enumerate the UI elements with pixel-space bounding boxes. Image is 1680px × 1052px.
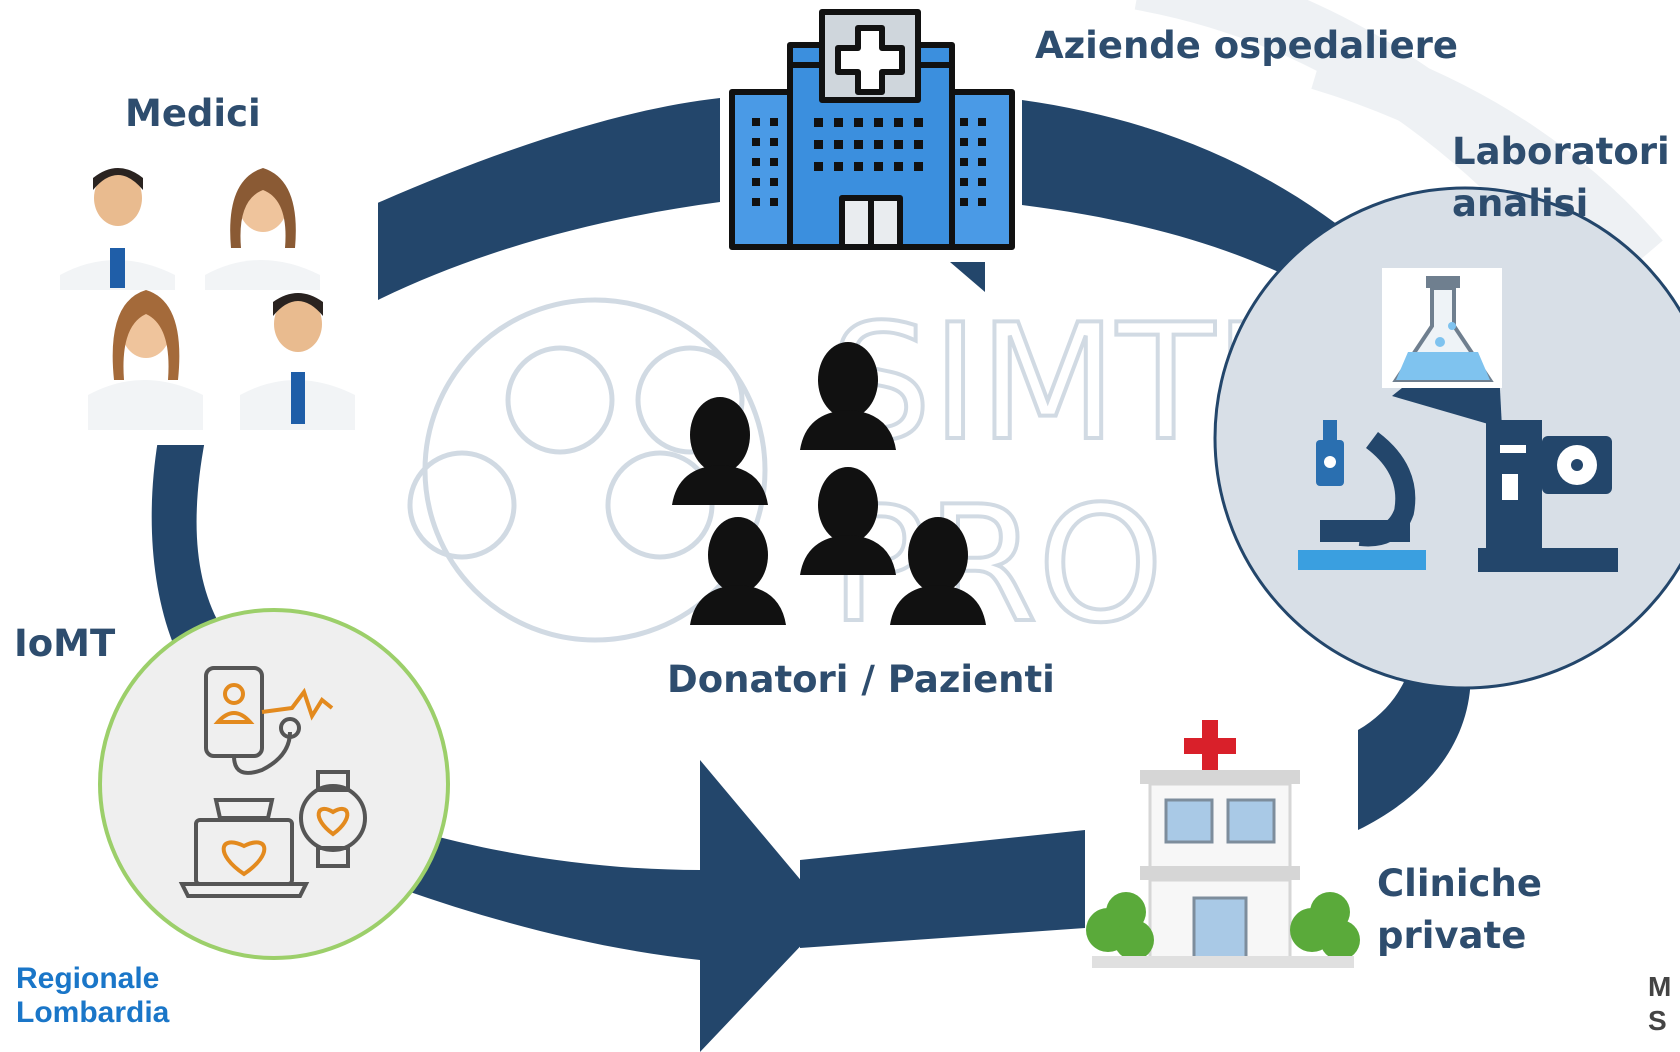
label-iomt: IoMT <box>14 622 116 665</box>
regional-logo: Regionale Lombardia <box>16 962 169 1030</box>
people-silhouette-icon <box>672 342 986 625</box>
regional-logo-line2: Lombardia <box>16 996 170 1029</box>
iomt-circle <box>98 608 450 960</box>
corner-logo-line1: M <box>1648 971 1672 1002</box>
microscope-icon <box>1298 420 1426 570</box>
lab-analyzer-icon <box>1478 420 1618 572</box>
arrow-left <box>151 440 220 660</box>
regional-logo-line1: Regionale <box>16 962 160 995</box>
arrow-bottom-right <box>800 830 1085 948</box>
doctors-group <box>58 160 378 445</box>
arrow-top-left <box>335 98 720 300</box>
label-laboratori-analisi: Laboratori analisi <box>1452 126 1670 230</box>
label-cliniche-line2: private <box>1377 914 1527 957</box>
arrow-bottom <box>300 760 830 1052</box>
label-laboratori-line2: analisi <box>1452 182 1589 225</box>
doctor-avatar-icon <box>88 290 203 430</box>
arrow-top-right <box>1022 100 1502 428</box>
lab-circle <box>1213 186 1680 690</box>
label-cliniche-line1: Cliniche <box>1377 862 1542 905</box>
corner-logo-line2: S <box>1648 1005 1667 1036</box>
simti-pro-watermark: SIMTI PRO <box>407 287 1264 660</box>
label-aziende-ospedaliere: Aziende ospedaliere <box>1035 24 1459 67</box>
laptop-heart-icon <box>178 798 310 898</box>
flask-icon <box>1382 268 1502 388</box>
private-clinic-icon <box>1086 720 1360 968</box>
corner-logo: M S <box>1648 970 1671 1038</box>
telemedicine-phone-icon <box>204 666 334 775</box>
smartwatch-heart-icon <box>299 770 367 868</box>
label-medici: Medici <box>125 92 261 135</box>
cycle-arrows <box>151 98 1502 1052</box>
label-donatori-pazienti: Donatori / Pazienti <box>667 658 1055 701</box>
doctor-avatar-icon <box>205 168 320 290</box>
label-laboratori-line1: Laboratori <box>1452 130 1670 173</box>
doctor-avatar-icon <box>240 293 355 430</box>
watermark-line1: SIMTI <box>830 289 1262 476</box>
hospital-building-icon <box>729 9 1015 292</box>
doctor-avatar-icon <box>60 168 175 290</box>
label-cliniche-private: Cliniche private <box>1377 858 1542 962</box>
